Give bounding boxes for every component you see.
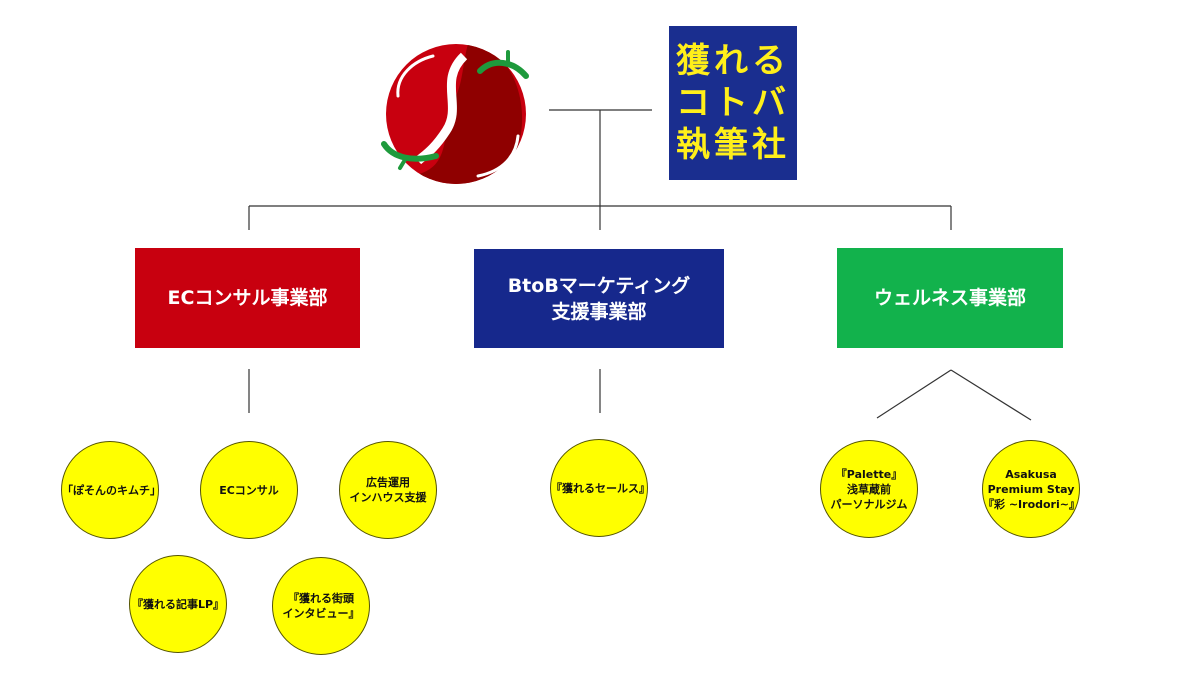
service-street-interview: 『獲れる街頭 インタビュー』 <box>272 557 370 655</box>
service-label-line-3: パーソナルジム <box>830 497 908 511</box>
company-name-box: 獲れる コトバ 執筆社 <box>669 26 797 180</box>
department-wellness: ウェルネス事業部 <box>837 248 1063 348</box>
department-label-line-2: 支援事業部 <box>551 300 647 323</box>
company-name-line-3: 執筆社 <box>676 125 790 165</box>
service-label: ECコンサル <box>219 483 279 497</box>
department-label: ウェルネス事業部 <box>873 287 1026 309</box>
company-name-line-1: 獲れる <box>676 41 790 81</box>
department-label: ECコンサル事業部 <box>167 287 328 309</box>
service-toreru-sales: 『獲れるセールス』 <box>550 439 650 537</box>
connector-wellness-right <box>950 369 1032 421</box>
connector-wellness-left <box>876 369 952 419</box>
department-label-line-1: BtoBマーケティング <box>507 274 691 297</box>
service-label-line-3: 『彩 ~Irodori~』 <box>983 497 1080 511</box>
service-label-line-1: Asakusa <box>1005 467 1057 481</box>
company-name-line-2: コトバ <box>676 83 790 123</box>
service-label: 『獲れるセールス』 <box>551 481 650 495</box>
service-label-line-1: 『獲れる街頭 <box>288 592 354 605</box>
service-label: 「ぽそんのキムチ」 <box>62 483 161 497</box>
tomato-logo-icon <box>381 44 529 184</box>
service-label-line-1: 『Palette』 <box>835 467 903 481</box>
service-label-line-2: Premium Stay <box>987 482 1075 496</box>
service-label-line-2: インハウス支援 <box>349 491 427 504</box>
service-article-lp: 『獲れる記事LP』 <box>129 555 227 653</box>
department-btob-marketing: BtoBマーケティング 支援事業部 <box>474 249 724 348</box>
service-label: 『獲れる記事LP』 <box>131 597 225 611</box>
service-label-line-2: 浅草蔵前 <box>847 482 891 496</box>
service-kimchi: 「ぽそんのキムチ」 <box>61 441 161 539</box>
service-label-line-2: インタビュー』 <box>282 607 360 620</box>
service-ad-inhouse-support: 広告運用 インハウス支援 <box>339 441 437 539</box>
service-palette-gym: 『Palette』 浅草蔵前 パーソナルジム <box>820 440 918 538</box>
service-label-line-1: 広告運用 <box>366 476 410 489</box>
service-ec-consulting: ECコンサル <box>200 441 298 539</box>
department-ec-consulting: ECコンサル事業部 <box>135 248 360 348</box>
service-asakusa-premium-stay: Asakusa Premium Stay 『彩 ~Irodori~』 <box>982 440 1080 538</box>
